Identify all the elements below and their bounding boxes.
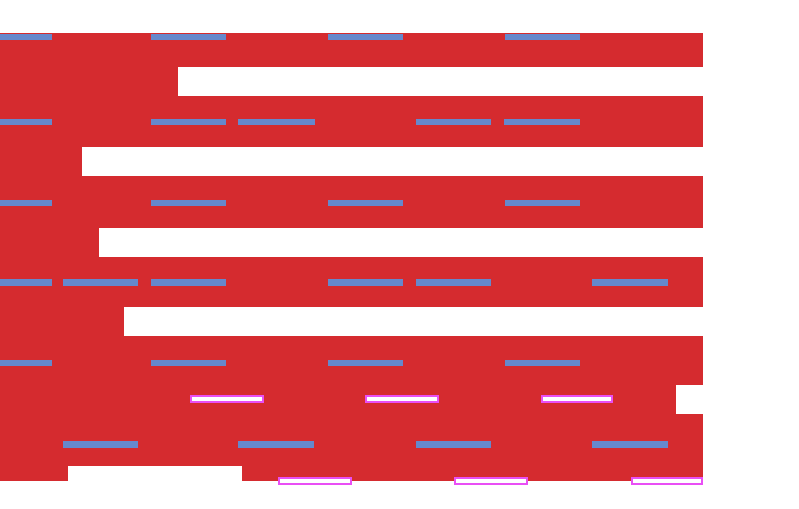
token-bar-r2-c4: [416, 119, 491, 125]
token-bar-r1-c3: [328, 34, 403, 40]
outline-bar-r5-c3: [541, 395, 613, 403]
token-bar-r1-c2: [151, 34, 226, 40]
token-bar-r3-c3: [328, 200, 403, 206]
token-bar-r5-c2: [151, 360, 226, 366]
token-bar-r6-c2: [238, 441, 314, 448]
redaction-band-1: [0, 33, 703, 481]
token-bar-r4-c2: [63, 279, 138, 286]
line-gap-5: [676, 385, 703, 414]
token-bar-r2-c5: [504, 119, 580, 125]
token-bar-r4-c1: [0, 279, 52, 286]
token-bar-r5-c4: [505, 360, 580, 366]
token-bar-r4-c5: [416, 279, 491, 286]
line-gap-4: [124, 307, 703, 336]
token-bar-r4-c3: [151, 279, 226, 286]
token-bar-r2-c1: [0, 119, 52, 125]
token-bar-r3-c2: [151, 200, 226, 206]
outline-bar-r6-c3: [631, 477, 703, 485]
token-bar-r6-c4: [592, 441, 668, 448]
outline-bar-r6-c2: [454, 477, 528, 485]
token-bar-r2-c3: [238, 119, 315, 125]
token-bar-r6-c3: [416, 441, 491, 448]
token-bar-r4-c6: [592, 279, 668, 286]
line-gap-6: [68, 466, 242, 484]
token-bar-r6-c1: [63, 441, 138, 448]
token-bar-r3-c1: [0, 200, 52, 206]
outline-bar-r5-c2: [365, 395, 439, 403]
token-bar-r5-c1: [0, 360, 52, 366]
token-bar-r1-c1: [0, 34, 52, 40]
line-gap-3: [99, 228, 703, 257]
token-bar-r1-c4: [505, 34, 580, 40]
token-bar-r3-c4: [505, 200, 580, 206]
line-gap-1: [178, 67, 703, 96]
outline-bar-r6-c1: [278, 477, 352, 485]
token-bar-r5-c3: [328, 360, 403, 366]
outline-bar-r5-c1: [190, 395, 264, 403]
token-bar-r4-c4: [328, 279, 403, 286]
line-gap-2: [82, 147, 703, 176]
token-bar-r2-c2: [151, 119, 226, 125]
